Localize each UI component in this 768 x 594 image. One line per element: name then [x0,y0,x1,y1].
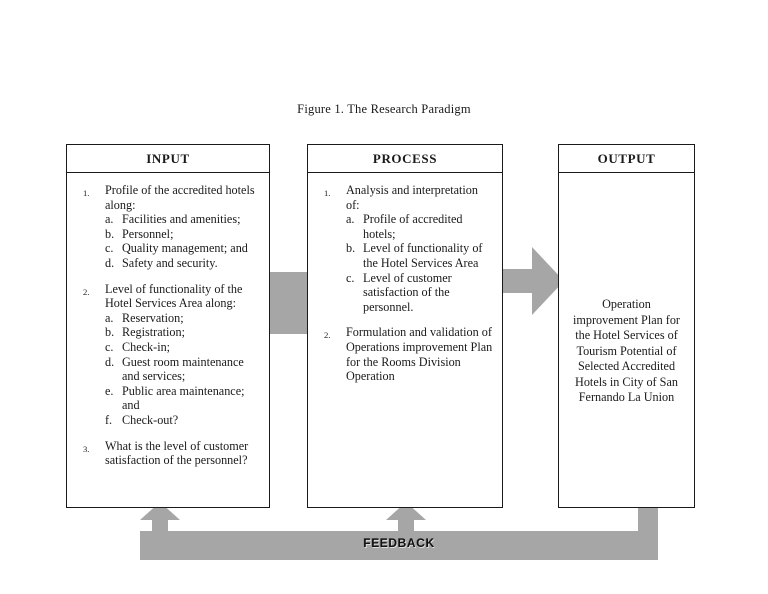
list-item-text: What is the level of customer satisfacti… [105,438,249,468]
list-item: 1. Analysis and interpretation of: a. Pr… [316,183,494,314]
input-body: 1. Profile of the accredited hotels alon… [67,173,269,485]
list-item-text: Level of functionality of the Hotel Serv… [363,241,483,270]
list-item-text: Level of customer satisfaction of the pe… [363,270,452,314]
list-marker: b. [105,226,115,241]
list-item-text: Check-out? [122,412,179,427]
list-marker: f. [105,412,113,427]
input-box: INPUT 1. Profile of the accredited hotel… [66,144,270,508]
list-item: a. Reservation; [105,311,261,326]
list-marker: d. [105,354,115,369]
up-arrow-icon [140,502,180,538]
process-heading: PROCESS [308,145,502,173]
list-item-text: Safety and security. [122,255,218,270]
list-marker: a. [105,212,114,227]
list-item: a. Profile of accredited hotels; [346,212,494,241]
process-list: 1. Analysis and interpretation of: a. Pr… [316,183,494,384]
list-item-text: Registration; [122,325,185,340]
list-marker: c. [105,339,114,354]
list-marker: 1. [324,188,331,198]
input-sublist: a. Reservation; b. Registration; c. Chec… [105,311,261,428]
list-item: c. Quality management; and [105,241,261,256]
process-sublist: a. Profile of accredited hotels; b. Leve… [346,212,494,314]
up-arrow-icon [386,502,426,538]
list-marker: 1. [83,188,90,198]
list-item: b. Registration; [105,325,261,340]
list-item: c. Check-in; [105,340,261,355]
list-item: e. Public area maintenance; and [105,384,261,413]
list-item: 2. Level of functionality of the Hotel S… [75,282,261,428]
list-item-text: Profile of accredited hotels; [363,212,463,241]
right-arrow-icon [496,247,564,315]
feedback-riser-right [638,508,658,534]
list-item: b. Personnel; [105,227,261,242]
list-item: f. Check-out? [105,413,261,428]
list-item: 3. What is the level of customer satisfa… [75,439,261,468]
list-item: d. Guest room maintenance and services; [105,355,261,384]
list-item-text: Guest room maintenance and services; [122,354,244,384]
feedback-arrow-to-process [386,502,426,538]
figure-caption: Figure 1. The Research Paradigm [297,102,471,116]
list-item-text: Reservation; [122,310,184,325]
list-marker: 3. [83,443,90,454]
list-marker: d. [105,255,115,270]
output-body: Operation improvement Plan for the Hotel… [559,173,694,412]
list-item-text: Analysis and interpretation of: [346,183,478,212]
arrow-process-to-output [496,243,564,319]
list-item-text: Check-in; [122,339,171,354]
connector-input-to-process [262,272,314,334]
list-marker: a. [105,310,114,325]
list-marker: c. [105,241,114,256]
list-item: d. Safety and security. [105,256,261,271]
list-item: b. Level of functionality of the Hotel S… [346,241,494,270]
input-list: 1. Profile of the accredited hotels alon… [75,183,261,468]
feedback-label: FEEDBACK [363,536,435,550]
list-item-text: Personnel; [122,226,174,241]
list-marker: 2. [324,330,331,341]
list-marker: e. [105,383,114,398]
input-sublist: a. Facilities and amenities; b. Personne… [105,212,261,270]
list-item: c. Level of customer satisfaction of the… [346,271,494,315]
list-item-text: Profile of the accredited hotels along: [105,183,255,212]
list-item-text: Public area maintenance; and [122,383,245,413]
list-item: 2. Formulation and validation of Operati… [316,325,494,383]
list-marker: 2. [83,286,90,297]
output-box: OUTPUT Operation improvement Plan for th… [558,144,695,508]
output-heading: OUTPUT [559,145,694,173]
list-marker: b. [346,241,356,256]
input-heading: INPUT [67,145,269,173]
output-text: Operation improvement Plan for the Hotel… [573,297,680,404]
list-marker: c. [346,270,355,285]
list-item: 1. Profile of the accredited hotels alon… [75,183,261,271]
process-body: 1. Analysis and interpretation of: a. Pr… [308,173,502,401]
list-item-text: Formulation and validation of Operations… [346,325,493,384]
list-marker: b. [105,325,115,340]
list-marker: a. [346,212,355,227]
process-box: PROCESS 1. Analysis and interpretation o… [307,144,503,508]
feedback-arrow-to-input [140,502,180,538]
list-item: a. Facilities and amenities; [105,212,261,227]
list-item-text: Quality management; and [122,241,248,256]
list-item-text: Level of functionality of the Hotel Serv… [105,281,243,311]
list-item-text: Facilities and amenities; [122,212,241,227]
